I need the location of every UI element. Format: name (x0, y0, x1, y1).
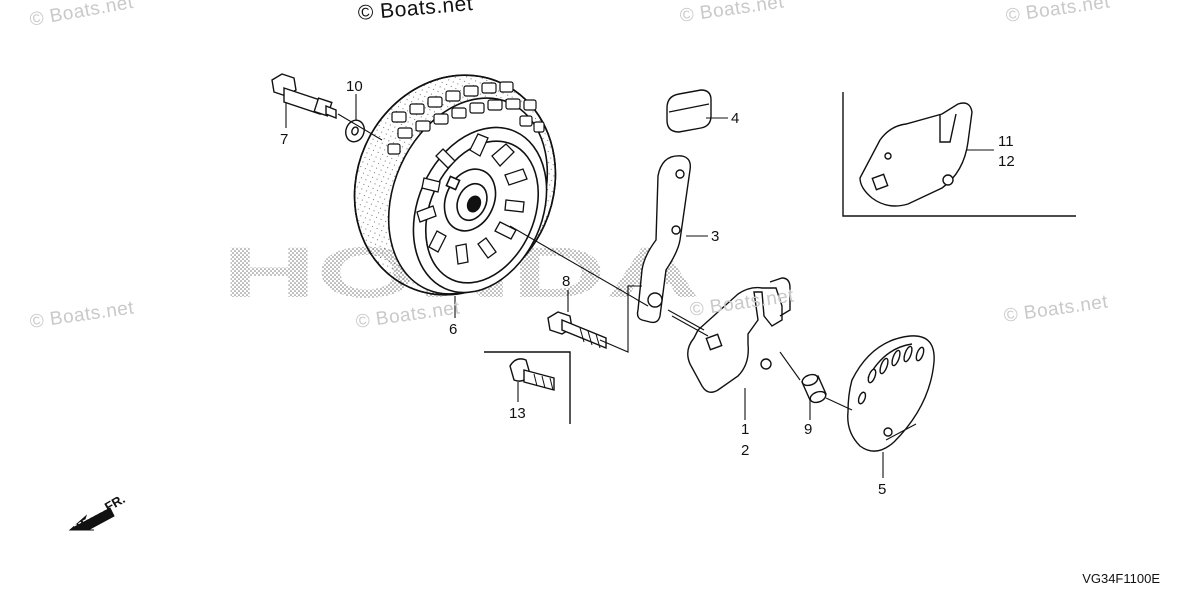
callout-2: 2 (741, 442, 749, 459)
collar (801, 373, 827, 404)
callout-9: 9 (804, 421, 812, 438)
wheel-bracket (687, 277, 791, 393)
diagram-code: VG34F1100E (1082, 571, 1160, 586)
cap (666, 89, 712, 133)
wheel-cover (847, 335, 935, 452)
inset-bracket (859, 102, 973, 207)
callout-6: 6 (449, 321, 457, 338)
callout-7: 7 (280, 131, 288, 148)
callout-10: 10 (346, 78, 363, 95)
wheel-tire (353, 74, 557, 296)
washer (345, 119, 365, 143)
alt-bolt (509, 358, 555, 391)
wheel-bolt (271, 73, 337, 120)
callout-4: 4 (731, 110, 739, 127)
callout-3: 3 (711, 228, 719, 245)
inset-box-13 (484, 351, 571, 424)
callout-12: 12 (998, 153, 1015, 170)
callout-8: 8 (562, 273, 570, 290)
front-direction-arrow-icon (68, 507, 115, 531)
callout-1: 1 (741, 421, 749, 438)
callout-11: 11 (998, 133, 1014, 150)
callout-13: 13 (509, 405, 526, 422)
leader-lines (285, 94, 994, 478)
callout-5: 5 (878, 481, 886, 498)
inset-box-11-12 (842, 92, 1076, 217)
pivot-bolt (547, 311, 607, 350)
height-arm (636, 155, 692, 324)
